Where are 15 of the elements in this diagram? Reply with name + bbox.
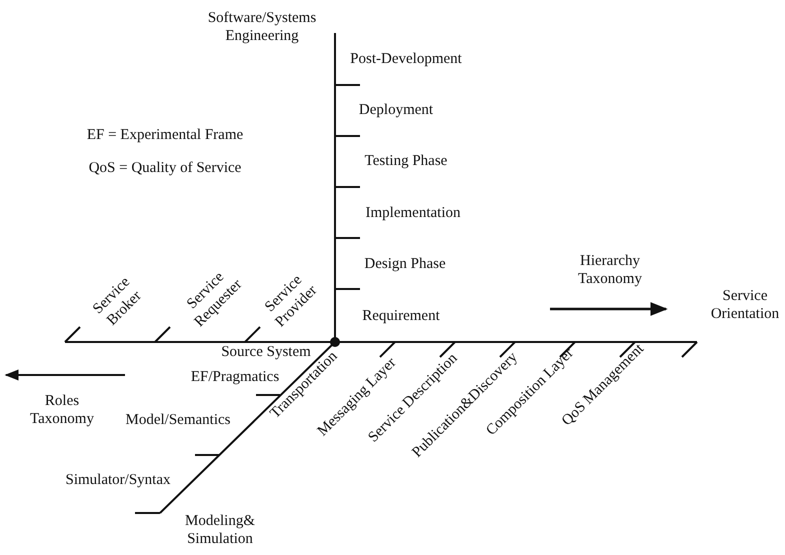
axis-title: Modeling& Simulation: [184, 512, 256, 548]
tick-label: Testing Phase: [364, 152, 448, 170]
tick-label: Model/Semantics: [126, 411, 230, 429]
axis-title: Service Orientation: [710, 287, 780, 323]
tick-label: Simulator/Syntax: [66, 471, 170, 489]
tick-label: Post-Development: [350, 50, 462, 68]
axis-title: Software/Systems Engineering: [206, 9, 318, 45]
tick-label: Requirement: [362, 307, 440, 325]
tick-label: Design Phase: [364, 255, 446, 273]
abbreviation-note: QoS = Quality of Service: [88, 159, 242, 177]
tick-label: Implementation: [366, 204, 460, 222]
tick-label: Deployment: [358, 101, 434, 119]
axis-title: Roles Taxonomy: [29, 392, 95, 428]
axis-title: Hierarchy Taxonomy: [577, 252, 643, 288]
abbreviation-note: EF = Experimental Frame: [86, 126, 244, 144]
